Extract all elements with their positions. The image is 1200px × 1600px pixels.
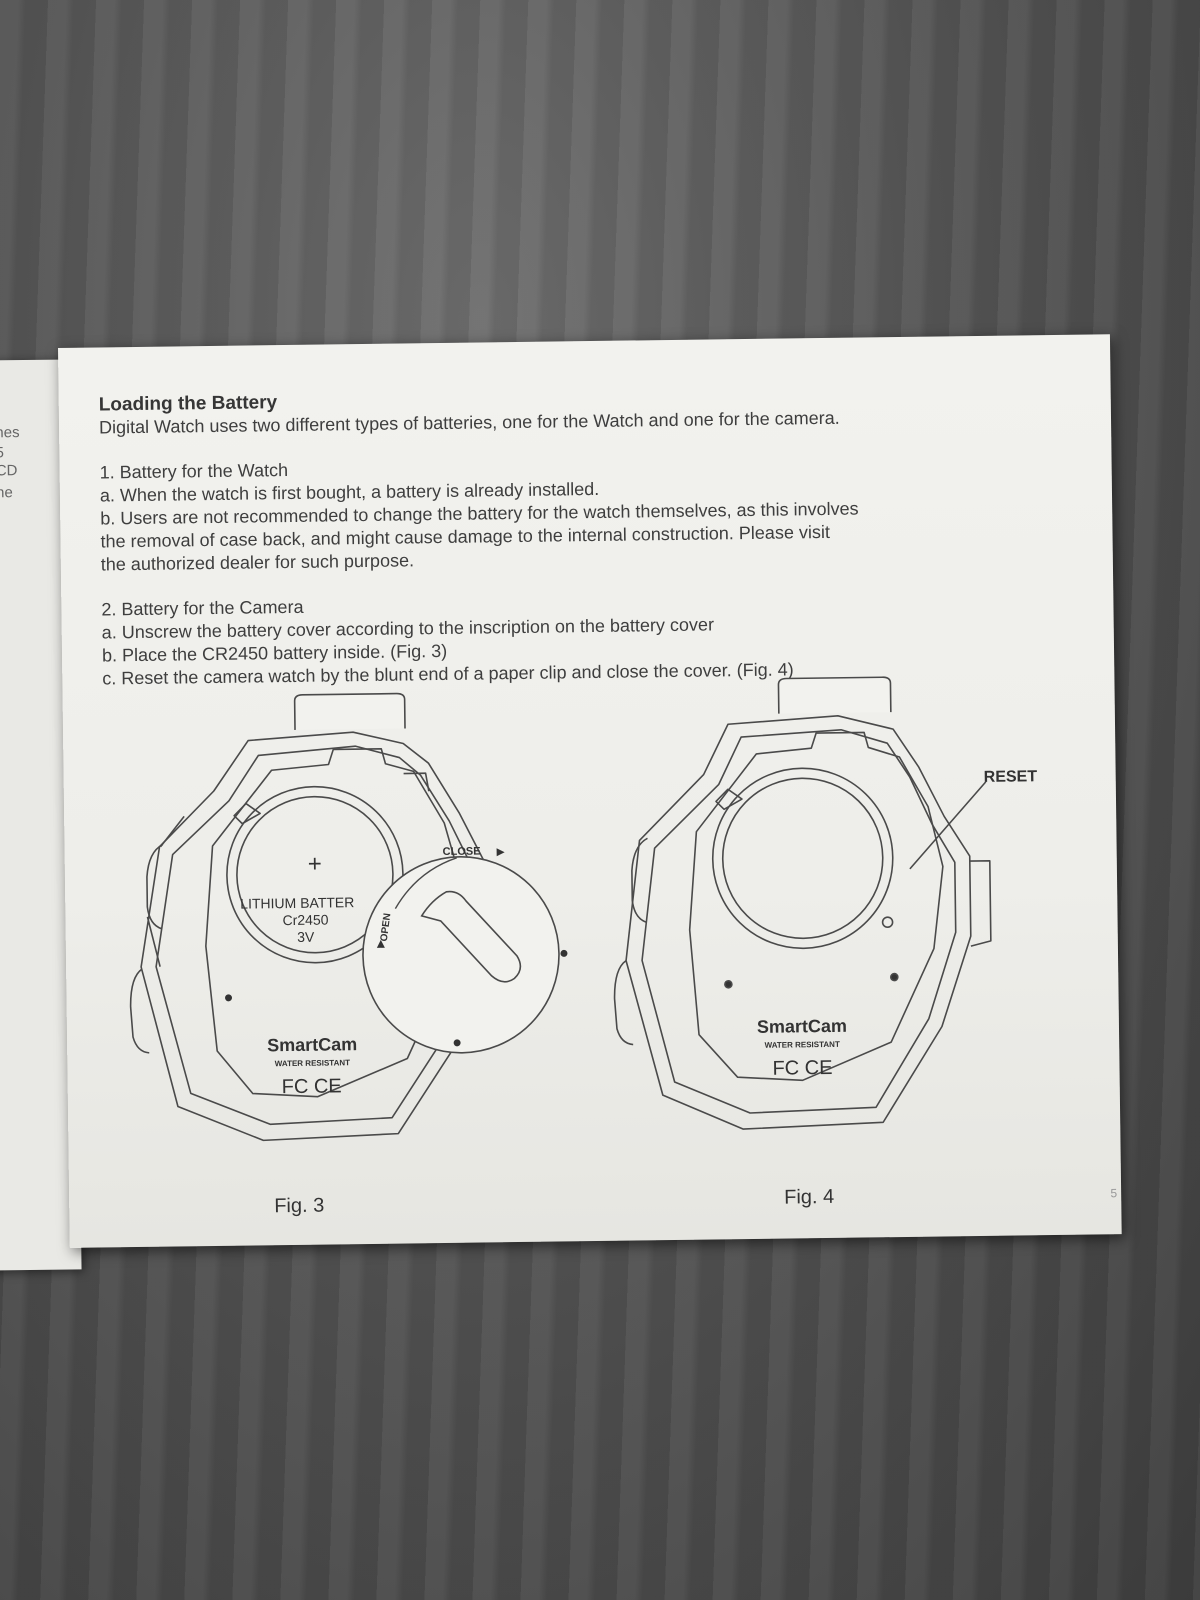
fig3-water-resistant: WATER RESISTANT <box>275 1058 350 1068</box>
fig3-labels: + LITHIUM BATTER Cr2450 3V CLOSE OPEN Sm… <box>240 846 481 1099</box>
cover-open-label: OPEN <box>379 913 393 943</box>
fig4-certification-marks: FC CE <box>772 1057 832 1080</box>
fig3-battery-cover <box>225 848 568 1054</box>
left-page-fragment: CD <box>0 462 18 480</box>
fig4-caption: Fig. 4 <box>784 1185 835 1209</box>
page-number: 5 <box>1110 1186 1118 1201</box>
fig4-brand-logo: SmartCam <box>757 1016 847 1037</box>
battery-voltage-label: 3V <box>297 929 315 945</box>
left-page-fragment: nes <box>0 424 20 442</box>
cover-close-label: CLOSE <box>443 846 481 858</box>
manual-page: Loading the Battery Digital Watch uses t… <box>58 334 1122 1248</box>
reset-label: RESET <box>984 768 1038 786</box>
fig3-certification-marks: FC CE <box>282 1075 342 1098</box>
fig3-caption: Fig. 3 <box>274 1194 325 1218</box>
left-page-fragment: 5 <box>0 444 5 462</box>
battery-model-label: Cr2450 <box>282 912 328 929</box>
left-page-fragment: he <box>0 484 13 502</box>
battery-plus-sign: + <box>308 851 322 878</box>
fig4-water-resistant: WATER RESISTANT <box>764 1040 839 1050</box>
fig4-labels: RESET SmartCam WATER RESISTANT FC CE <box>757 768 1038 1080</box>
figure-illustrations: + LITHIUM BATTER Cr2450 3V CLOSE OPEN Sm… <box>129 676 1038 1142</box>
fig4-watch-drawing <box>613 676 992 1130</box>
fig3-brand-logo: SmartCam <box>267 1034 357 1055</box>
battery-type-label: LITHIUM BATTER <box>240 894 354 911</box>
